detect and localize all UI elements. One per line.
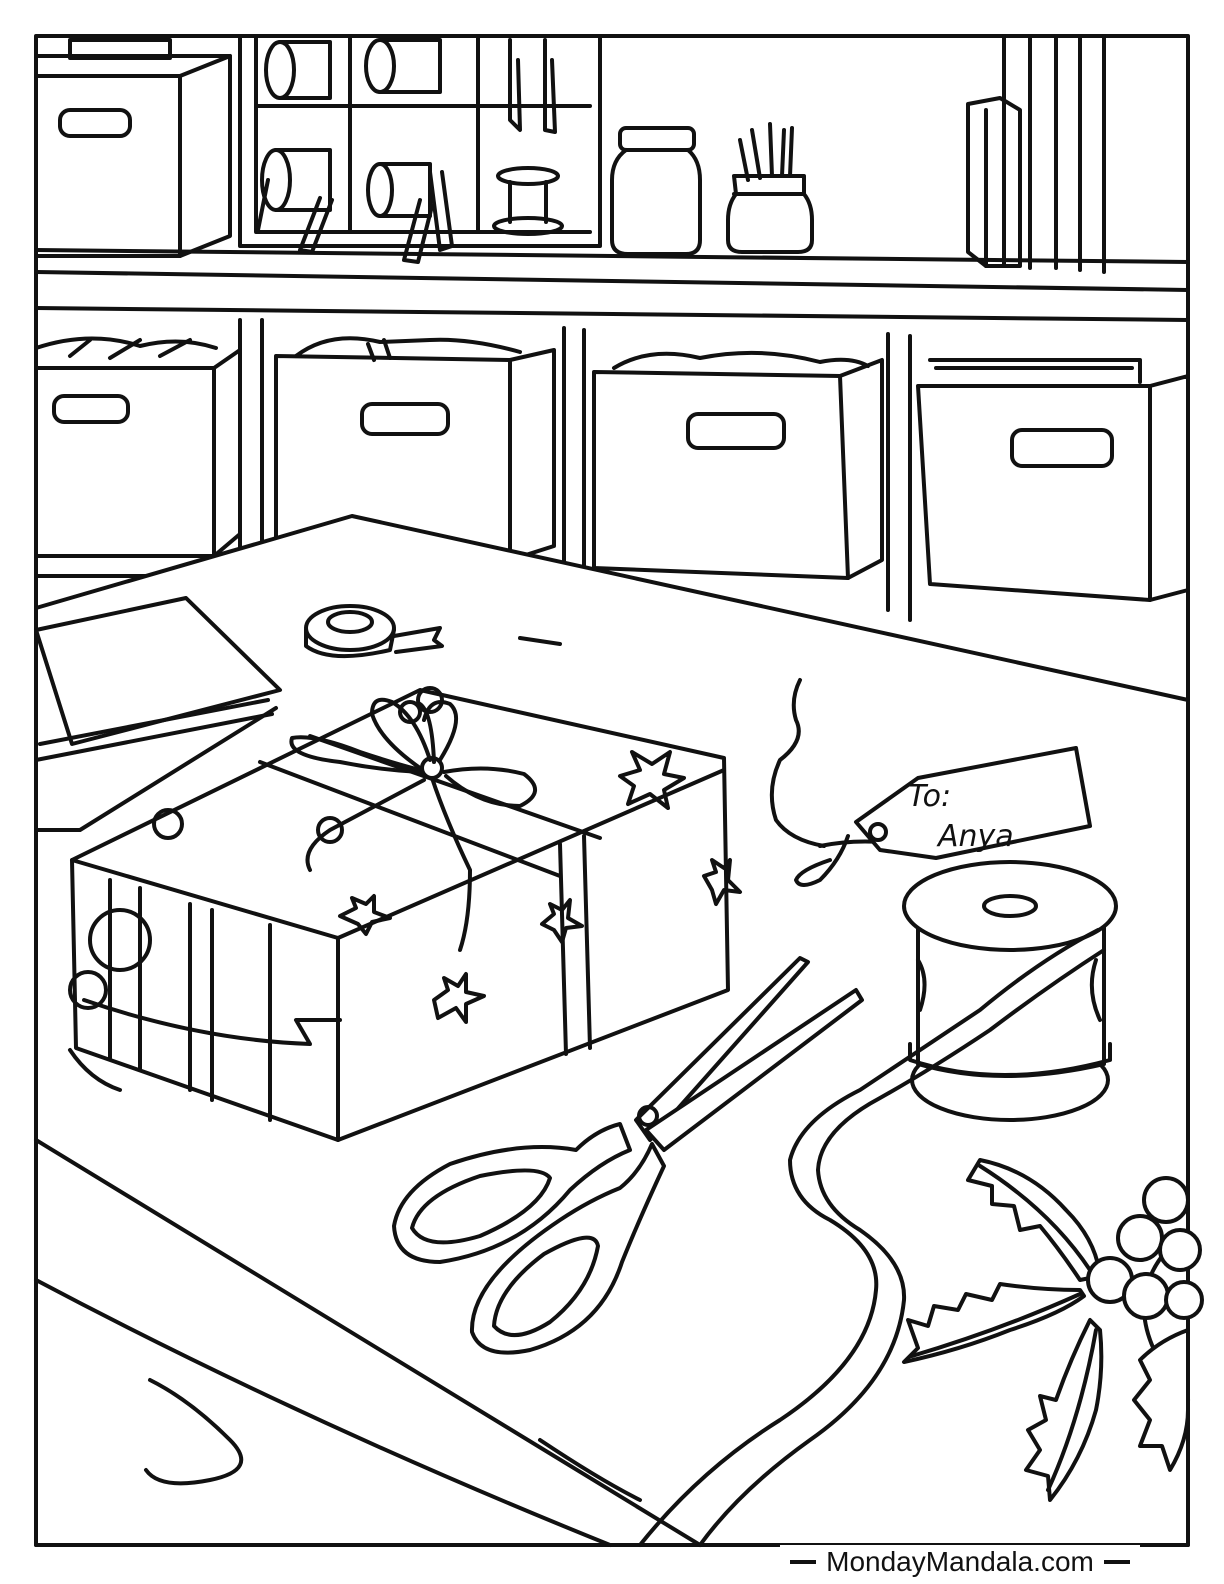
footer-dash-left xyxy=(790,1560,817,1564)
scissors xyxy=(392,956,864,1355)
storage-bin-4 xyxy=(916,358,1190,602)
watermark-text[interactable]: MondayMandala.com xyxy=(826,1546,1094,1577)
storage-bin-1 xyxy=(34,336,242,558)
tag-line-to: To: xyxy=(908,779,951,814)
watermark-footer: MondayMandala.com xyxy=(780,1545,1140,1579)
trailing-ribbon xyxy=(638,928,1106,1547)
lower-shelf-dividers xyxy=(34,318,912,622)
tag-line-name: Anya xyxy=(936,819,1014,854)
storage-bin-3 xyxy=(592,350,884,580)
footer-dash-right xyxy=(1103,1560,1130,1564)
storage-box-top-left xyxy=(34,38,232,258)
tape-roll xyxy=(304,604,444,659)
upper-shelf xyxy=(34,248,1190,322)
gift-tag: To: Anya xyxy=(769,678,1092,887)
paper-sheets xyxy=(34,596,282,832)
pencil-cup xyxy=(726,122,814,254)
wrapped-gift xyxy=(68,686,742,1142)
ribbon-spool xyxy=(902,860,1118,1122)
book-stack xyxy=(966,34,1106,274)
glass-jar xyxy=(610,126,702,256)
ribbon-cubby-rack xyxy=(238,34,602,264)
holly-sprig xyxy=(902,1158,1204,1502)
